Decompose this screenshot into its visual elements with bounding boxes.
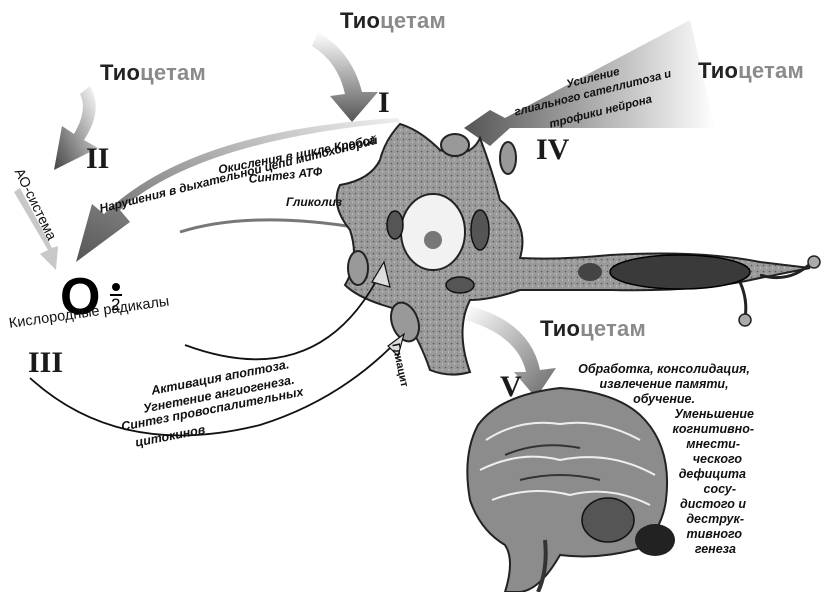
drug-label-bottom: Тиоцетам <box>540 316 646 342</box>
stage-iii-label: III <box>28 346 63 380</box>
axon-terminal <box>740 282 746 318</box>
myelin-sheath <box>610 255 750 289</box>
mitochondrion <box>471 210 489 250</box>
memory-line: сосу- <box>574 482 754 497</box>
drug-label-left: Тиоцетам <box>100 60 206 86</box>
memory-line: извлечение памяти, <box>574 377 754 392</box>
stage-i-label: I <box>378 86 390 120</box>
memory-line: дефицита <box>574 467 754 482</box>
myelin-sheath <box>578 263 602 281</box>
memory-line: обучение. <box>574 392 754 407</box>
memory-line: дистого и <box>574 497 754 512</box>
mitochondrion <box>446 277 474 293</box>
memory-line: тивного <box>574 527 754 542</box>
radical-dot <box>112 283 120 291</box>
mito-line-4: Гликолиз <box>286 195 342 210</box>
memory-line: когнитивно- <box>574 422 754 437</box>
arrow-i <box>312 32 378 122</box>
axon-terminal <box>739 314 751 326</box>
memory-line: ческого <box>574 452 754 467</box>
memory-line: деструк- <box>574 512 754 527</box>
memory-effects-text: Обработка, консолидация, извлечение памя… <box>574 362 754 557</box>
drug-label-right: Тиоцетам <box>698 58 804 84</box>
memory-line: мнести- <box>574 437 754 452</box>
glia-cell <box>348 251 368 285</box>
mitochondrion <box>387 211 403 239</box>
stage-v-label: V <box>500 370 522 404</box>
stage-ii-label: II <box>86 142 109 176</box>
glia-cell <box>500 142 516 174</box>
drug-label-top: Тиоцетам <box>340 8 446 34</box>
stage-iv-label: IV <box>536 133 569 167</box>
axon-terminal <box>808 256 820 268</box>
glia-cell <box>441 134 469 156</box>
memory-line: Обработка, консолидация, <box>574 362 754 377</box>
memory-line: генеза <box>574 542 754 557</box>
arrow-glycolysis <box>180 220 360 232</box>
memory-line: Уменьшение <box>574 407 754 422</box>
